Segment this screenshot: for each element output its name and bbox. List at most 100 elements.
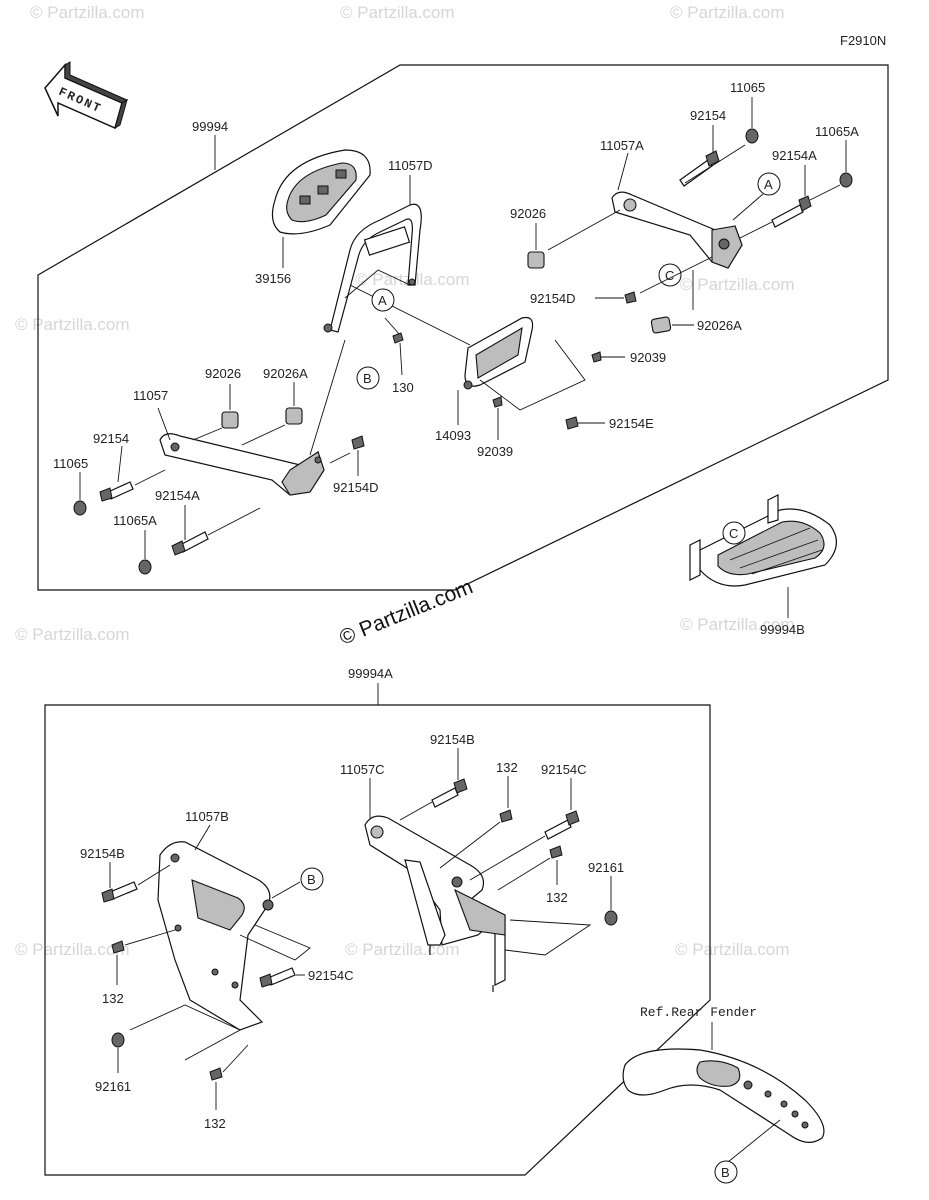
part-label-92039-low: 92039 [477,444,513,459]
part-label-92039-right: 92039 [630,350,666,365]
nut-11065A-left [138,559,152,575]
screw-130 [392,332,404,344]
right-carrier-bracket [364,815,506,992]
spacer-92026A-left [285,407,303,425]
leader-line [732,193,764,221]
bolt-92154B-top [431,778,468,808]
watermark: © Partzilla.com [15,315,130,334]
nut-92161-right [604,910,618,926]
leader-line [194,824,211,851]
leader-line [727,1119,781,1163]
leader-line [222,1044,249,1073]
rear-fender-reference [622,1048,825,1143]
part-label-11057D: 11057D [388,158,433,173]
watermark: © Partzilla.com [15,625,130,644]
watermark: © Partzilla.com [340,3,455,22]
luggage-rack [689,494,837,587]
part-label-92161-right: 92161 [588,860,624,875]
part-label-132-left: 132 [102,991,124,1006]
backrest-pad [271,149,371,235]
bolt-92154B-left [101,881,138,903]
leader-line [137,864,171,886]
leader-line [684,144,746,184]
leader-line [207,507,261,536]
bolt-92154-left [99,481,134,502]
group-label-lower: 99994A [348,666,393,681]
nut-11065-top [745,128,759,144]
part-label-11065-top: 11065 [730,80,765,95]
front-direction-arrow: FRONT [44,61,129,130]
screw-92039-low [492,396,503,408]
svg-text:B: B [363,371,372,386]
spacer-92026-left [221,411,239,429]
leader-line [134,469,166,486]
spacer-92026-right [527,251,545,269]
part-label-132-top: 132 [496,760,518,775]
part-label-14093: 14093 [435,428,471,443]
part-label-92154C-low: 92154C [308,968,354,983]
screw-132-left [111,940,125,954]
bolt-92154D-low [351,435,365,450]
nut-11065-left [73,500,87,516]
part-label-11057: 11057 [133,388,168,403]
callout-b: B [356,366,380,390]
part-label-11057B: 11057B [185,809,229,824]
svg-text:C: C [665,268,674,283]
part-label-11065-left: 11065 [53,456,88,471]
reference-label: Ref.Rear Fender [640,1005,757,1020]
callout-a: A [757,172,781,196]
svg-text:B: B [307,872,316,887]
leader-line [241,424,286,446]
part-label-92154A-left: 92154A [155,488,200,503]
callout-b: B [300,867,324,891]
spacer-92026A-right [650,316,672,334]
leader-line [639,256,713,294]
svg-text:A: A [378,293,387,308]
part-label-92161-left: 92161 [95,1079,131,1094]
part-label-92026-right: 92026 [510,206,546,221]
assembly-lines-lower-left [129,924,311,1061]
bolt-92154C-top [544,810,580,840]
part-label-92154C-top: 92154C [541,762,587,777]
part-label-11057C: 11057C [340,762,385,777]
part-label-92026A-left: 92026A [263,366,308,381]
watermark: © Partzilla.com [680,275,795,294]
part-label-92154B-top: 92154B [430,732,475,747]
watermark: © Partzilla.com [670,3,785,22]
callout-b: B [714,1160,738,1184]
nut-11065A-top [839,172,853,188]
leader-line [124,929,176,946]
callout-c: C [722,521,746,545]
bolt-92154E [565,416,579,430]
part-label-92026-left: 92026 [205,366,241,381]
upper-group-frame [37,64,889,591]
nut-92161-left [111,1032,125,1048]
callout-a: A [371,288,395,312]
left-carrier-bracket [157,841,274,1031]
bolt-92154-top [679,150,720,187]
right-side-bracket [611,191,743,269]
part-label-132-mid: 132 [546,890,568,905]
part-label-11065A-left: 11065A [113,513,157,528]
center-brand-watermark: © Partzilla.com [336,575,476,649]
leader-line [739,221,773,239]
leader-line [399,342,403,376]
screw-92039-right [591,351,602,363]
part-label-132-bottom: 132 [204,1116,226,1131]
bolt-92154C-low [259,967,296,988]
lower-group-frame [44,704,711,1176]
leader-line [617,152,629,191]
figure-code: F2910N [840,33,886,48]
watermark: © Partzilla.com [680,615,795,634]
screw-132-top [499,809,513,823]
part-label-11057A: 11057A [600,138,644,153]
part-label-92154-top: 92154 [690,108,726,123]
watermark: © Partzilla.com [675,940,790,959]
screw-132-bottom [209,1067,223,1081]
part-label-92154-left: 92154 [93,431,129,446]
svg-text:C: C [729,526,738,541]
assembly-lines-lower-middle [399,801,592,956]
group-label-rack: 99994B [760,622,805,637]
